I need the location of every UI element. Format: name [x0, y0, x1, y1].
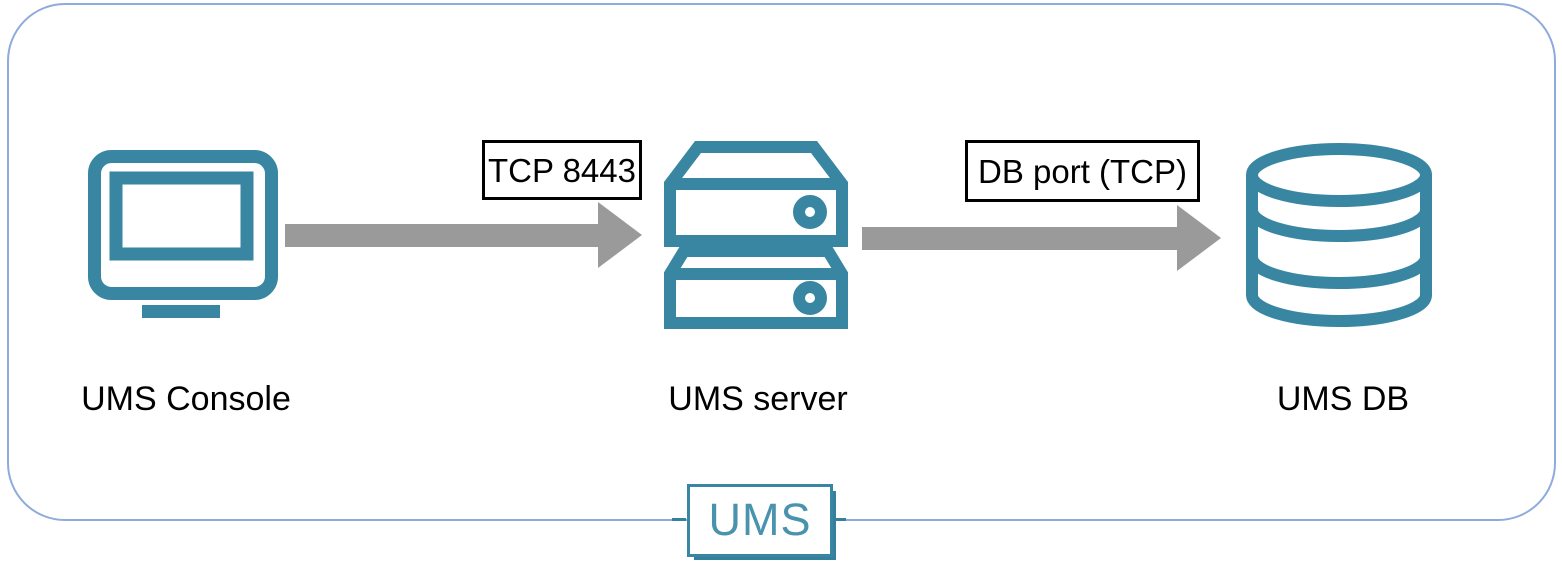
database-icon [1246, 143, 1432, 327]
badge-connector-left [672, 518, 686, 521]
port-label-db-port-tcp: DB port (TCP) [965, 140, 1200, 202]
arrow-console-to-server-shaft [285, 224, 598, 247]
node-label-ums-server: UMS server [668, 380, 848, 418]
arrow-console-to-server-head [598, 202, 642, 268]
arrow-server-to-db-shaft [862, 227, 1177, 250]
monitor-icon [88, 150, 278, 318]
node-label-ums-db: UMS DB [1276, 380, 1410, 418]
arrow-server-to-db-head [1177, 205, 1221, 271]
port-label-tcp-8443: TCP 8443 [482, 140, 642, 200]
badge-connector-right [832, 518, 846, 521]
ums-badge-label: UMS [708, 493, 812, 545]
server-icon [664, 141, 848, 329]
ums-badge: UMS [687, 484, 833, 557]
node-label-ums-console: UMS Console [81, 380, 291, 418]
